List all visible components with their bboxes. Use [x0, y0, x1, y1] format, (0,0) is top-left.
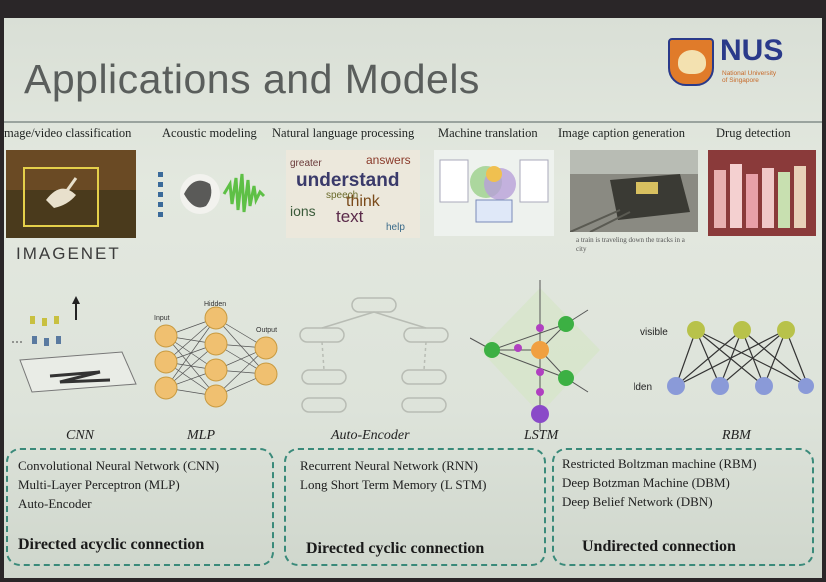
slide: Applications and Models NUS National Uni… — [4, 18, 822, 578]
title-divider — [4, 121, 822, 123]
svg-text:help: help — [386, 222, 405, 233]
model-label-mlp: MLP — [187, 428, 215, 443]
app-caption-translation: Machine translation — [438, 126, 538, 140]
group-box-directed-cyclic: Recurrent Neural Network (RNN) Long Shor… — [284, 448, 546, 566]
mlp-output-label: Output — [256, 327, 277, 334]
translation-image — [434, 150, 554, 236]
logo-name: NUS — [720, 34, 784, 67]
svg-text:ions: ions — [290, 203, 316, 219]
autoencoder-diagram — [299, 297, 449, 413]
rbm-visible-label: visible — [640, 327, 668, 338]
caption-example-text: a train is traveling down the tracks in … — [576, 236, 685, 253]
group-item: Long Short Term Memory (L STM) — [300, 477, 487, 492]
svg-text:speech: speech — [326, 190, 358, 201]
mlp-hidden-label: Hidden — [204, 301, 226, 308]
train-image — [570, 150, 698, 232]
group-heading: Undirected connection — [582, 538, 736, 555]
svg-text:understand: understand — [296, 170, 399, 191]
group-item: Deep Belief Network (DBN) — [562, 494, 713, 509]
rbm-diagram: visible hidden — [634, 321, 814, 395]
nlp-word-cloud-image: answers understand think text speech ion… — [286, 150, 420, 238]
model-label-cnn: CNN — [66, 428, 95, 443]
group-item: Restricted Boltzman machine (RBM) — [562, 456, 757, 471]
nus-logo: NUS National University of Singapore — [668, 34, 808, 90]
app-caption-image-caption: Image caption generation — [558, 126, 686, 140]
cnn-diagram — [12, 296, 137, 393]
group-item: Auto-Encoder — [18, 496, 92, 511]
group-box-directed-acyclic: Convolutional Neural Network (CNN) Multi… — [6, 448, 274, 566]
svg-text:text: text — [336, 207, 364, 226]
lstm-diagram — [470, 280, 600, 430]
group-item: Deep Botzman Machine (DBM) — [562, 475, 730, 490]
group-item: Convolutional Neural Network (CNN) — [18, 458, 220, 473]
svg-text:greater: greater — [290, 158, 322, 169]
group-heading: Directed cyclic connection — [306, 540, 485, 557]
mlp-diagram: Input Hidden Output — [154, 301, 278, 408]
svg-text:think: think — [346, 193, 381, 210]
app-caption-drug: Drug detection — [716, 126, 791, 140]
drug-vials-image — [708, 150, 816, 236]
crest-icon — [668, 38, 714, 86]
imagenet-logo: IMAGENET — [16, 244, 121, 263]
app-caption-classification: mage/video classification — [4, 126, 132, 140]
slide-title: Applications and Models — [24, 56, 480, 102]
group-item: Multi-Layer Perceptron (MLP) — [18, 477, 180, 492]
model-label-rbm: RBM — [722, 428, 751, 443]
imagenet-bird-image — [6, 150, 136, 238]
model-label-autoencoder: Auto-Encoder — [331, 428, 410, 443]
mlp-input-label: Input — [154, 315, 170, 322]
group-heading: Directed acyclic connection — [18, 536, 205, 553]
acoustic-image — [158, 172, 266, 217]
model-label-lstm: LSTM — [524, 428, 559, 443]
group-item: Recurrent Neural Network (RNN) — [300, 458, 478, 473]
logo-subtitle: National University of Singapore — [722, 70, 777, 84]
svg-text:answers: answers — [366, 153, 411, 167]
app-caption-acoustic: Acoustic modeling — [162, 126, 257, 140]
rbm-hidden-label: hidden — [634, 382, 652, 393]
app-caption-nlp: Natural language processing — [272, 126, 415, 140]
group-box-undirected: Restricted Boltzman machine (RBM) Deep B… — [552, 448, 814, 566]
